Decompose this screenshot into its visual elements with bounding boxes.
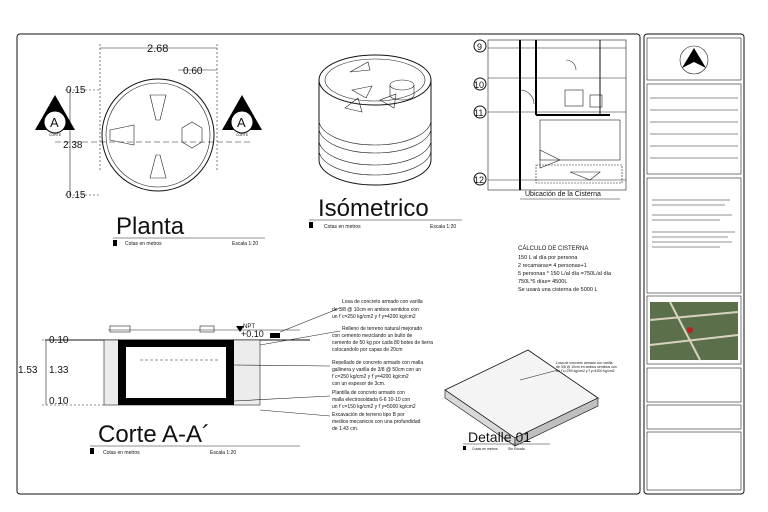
- ubicacion-caption: Ubicación de la Cisterna: [525, 191, 601, 198]
- svg-text:f´c=250 kg/cm2 y f´y=4200 kg/c: f´c=250 kg/cm2 y f´y=4200 kg/cm2: [332, 374, 409, 380]
- ubicacion-view: 9 10 11 12 Ubicación de la Cisterna: [473, 39, 627, 200]
- planta-scale: Escala 1:20: [232, 241, 258, 247]
- svg-text:Plantilla de concreto armado c: Plantilla de concreto armado con: [332, 390, 405, 396]
- calculo-title: CÁLCULO DE CISTERNA: [518, 245, 588, 252]
- svg-text:A: A: [237, 115, 246, 130]
- corte-scale: Escala 1:20: [210, 450, 236, 456]
- detalle-scale: Sin Escala: [508, 447, 525, 451]
- svg-text:de 3/8 @ 10cm en ambos sentido: de 3/8 @ 10cm en ambos sentidos con: [332, 307, 419, 313]
- section-marker-right: A CORTE: [222, 95, 262, 137]
- north-arrow-icon: [679, 45, 709, 75]
- detalle-view: Losa de concreto armado con varilla de 3…: [444, 349, 617, 451]
- npt-level: +0.10: [241, 329, 264, 339]
- svg-text:con cemento mezclando un bulto: con cemento mezclando un bulto de: [332, 333, 413, 339]
- svg-text:de 3/8 @ 10cm en ambos sentido: de 3/8 @ 10cm en ambos sentidos con: [556, 365, 617, 369]
- svg-text:un f´c=250 kg/cm2 y f´y=4200 k: un f´c=250 kg/cm2 y f´y=4200 kg/cm2: [556, 369, 615, 373]
- location-map: [650, 302, 738, 360]
- svg-text:malla electrosoldada 6-6 10-10: malla electrosoldada 6-6 10-10 con: [332, 397, 410, 403]
- axis-11: 11: [474, 108, 483, 118]
- calculo-block: CÁLCULO DE CISTERNA 150 L al día por per…: [518, 245, 612, 293]
- main-frame: [16, 33, 641, 495]
- svg-text:colocandolo por capas de 20cm: colocandolo por capas de 20cm: [332, 347, 403, 353]
- svg-text:un f´c=250 kg/cm2 y f´y=4200 k: un f´c=250 kg/cm2 y f´y=4200 kg/cm2: [332, 314, 416, 320]
- planta-view: 2.68 0.60 0.15 2.38 0.15 A CORTE A: [35, 43, 265, 247]
- planta-dim-width: 2.68: [147, 43, 168, 55]
- planta-dim-bottom: 0.15: [66, 190, 86, 201]
- planta-units: Cotas en metros: [125, 241, 162, 247]
- planta-dim-height: 2.38: [63, 140, 83, 151]
- npt-label: NPT: [243, 324, 255, 330]
- axis-9: 9: [477, 42, 482, 52]
- isometrico-title: Isómetrico: [318, 195, 429, 222]
- svg-text:2 recamaras= 4 personas+1: 2 recamaras= 4 personas+1: [518, 263, 587, 269]
- svg-text:un f´c=150 kg/cm2 y f´y=5000 k: un f´c=150 kg/cm2 y f´y=5000 kg/cm2: [332, 404, 416, 410]
- svg-text:Relleno de terreno natural mej: Relleno de terreno natural mejorado: [342, 326, 422, 332]
- svg-text:Excavación de terreno tipo B p: Excavación de terreno tipo B por: [332, 412, 405, 418]
- svg-text:Repellado de concreto armado c: Repellado de concreto armado con malla: [332, 360, 423, 366]
- title-block: [646, 37, 742, 491]
- svg-text:CORTE: CORTE: [236, 133, 249, 137]
- planta-dim-inner: 0.60: [183, 66, 203, 77]
- isometrico-units: Cotas en metros: [324, 224, 361, 230]
- svg-text:A: A: [50, 115, 59, 130]
- isometrico-scale: Escala 1:20: [430, 224, 456, 230]
- corte-title: Corte A-A´: [98, 421, 210, 448]
- planta-title: Planta: [116, 213, 185, 240]
- axis-10: 10: [474, 80, 484, 90]
- detalle-title: Detalle 01: [468, 429, 531, 445]
- corte-view: NPT +0.10 0.10 1.53 1.33 0.10 Losa de co…: [18, 299, 433, 456]
- svg-text:5 personas * 150 L/al día =750: 5 personas * 150 L/al día =750L/al día: [518, 271, 612, 277]
- svg-text:750L*6 días= 4500L: 750L*6 días= 4500L: [518, 279, 567, 285]
- planta-dim-top: 0.15: [66, 85, 86, 96]
- detalle-units: Cotas en metros: [472, 447, 498, 451]
- svg-text:gallinera y varilla de 3/8 @ 5: gallinera y varilla de 3/8 @ 50cm con un: [332, 367, 421, 373]
- svg-text:con un espesor de 3cm.: con un espesor de 3cm.: [332, 381, 385, 387]
- corte-dim-inner: 1.33: [49, 365, 69, 376]
- svg-text:150 L al día por persona: 150 L al día por persona: [518, 255, 578, 261]
- svg-text:cemento de 50 kg por cada 80 b: cemento de 50 kg por cada 80 botes de ti…: [332, 340, 433, 346]
- svg-text:Losa de concreto armado con va: Losa de concreto armado con varilla: [342, 299, 423, 305]
- corte-dim-total: 1.53: [18, 365, 38, 376]
- corte-dim-top: 0.10: [49, 335, 69, 346]
- corte-dim-bottom: 0.10: [49, 396, 69, 407]
- corte-units: Cotas en metros: [103, 450, 140, 456]
- isometrico-view: Isómetrico Cotas en metros Escala 1:20: [309, 54, 462, 230]
- svg-text:Losa de concreto armado con va: Losa de concreto armado con varilla: [556, 361, 612, 365]
- svg-text:CORTE: CORTE: [49, 133, 62, 137]
- section-marker-left: A CORTE: [35, 95, 75, 137]
- svg-text:de 1.43 cm.: de 1.43 cm.: [332, 426, 358, 432]
- cistern-plan-outline: [101, 78, 215, 192]
- manhole-hatch: [181, 121, 203, 149]
- svg-text:medios mecanicos con una profu: medios mecanicos con una profundidad: [332, 419, 421, 425]
- axis-12: 12: [474, 175, 484, 185]
- title-block-frame: [643, 33, 745, 495]
- svg-text:Se usará una cisterna de 5000: Se usará una cisterna de 5000 L: [518, 287, 598, 293]
